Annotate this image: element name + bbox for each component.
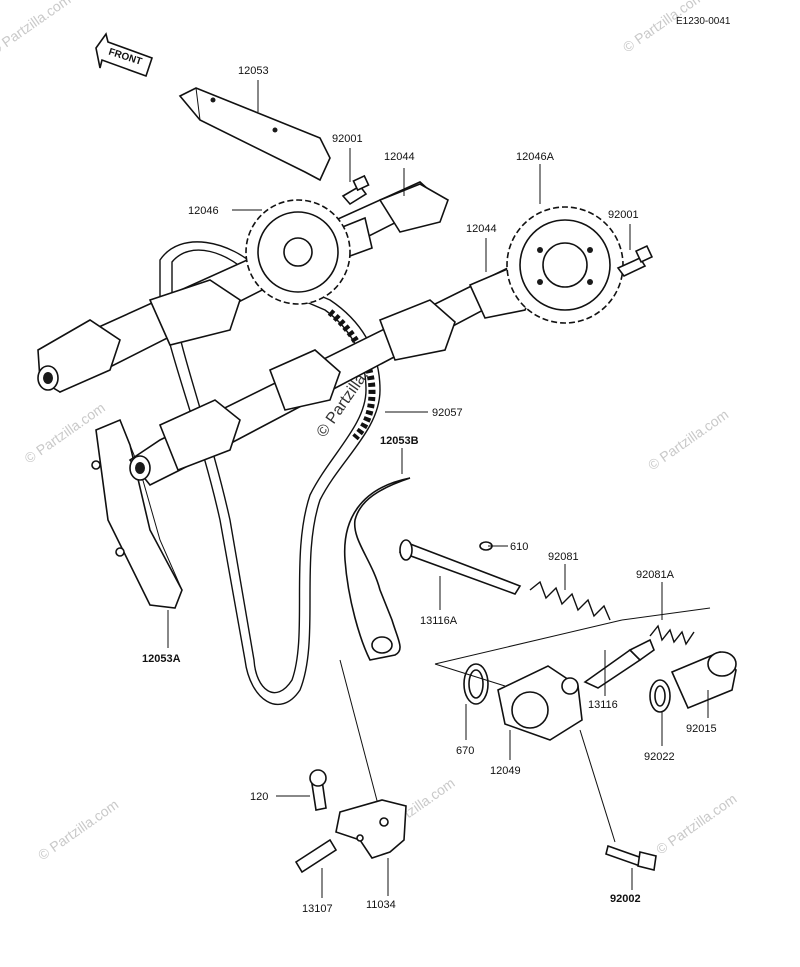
label-12044-right: 12044 [466, 223, 497, 235]
front-arrow: FRONT [95, 32, 154, 78]
label-13116A: 13116A [420, 615, 458, 627]
label-92057: 92057 [432, 407, 463, 419]
label-92001-right: 92001 [608, 209, 639, 221]
label-92081A: 92081A [636, 569, 675, 581]
watermark-bottom-left: © Partzilla.com [35, 796, 121, 863]
cam-sprocket-12046A [506, 206, 624, 324]
watermark-mid-left: © Partzilla.com [21, 399, 107, 466]
watermark-top-right: © Partzilla.com [620, 0, 706, 55]
tensioner-guide-12053B [343, 477, 411, 661]
camshaft-lower [128, 261, 542, 487]
label-120: 120 [250, 791, 268, 803]
label-92022: 92022 [644, 751, 675, 763]
label-12046A: 12046A [516, 151, 555, 163]
cap-92015 [670, 651, 737, 710]
label-13116: 13116 [588, 699, 618, 711]
chain-guide-12053A [91, 418, 183, 609]
label-12049: 12049 [490, 765, 521, 777]
bolt-120 [309, 769, 327, 811]
watermark-bottom-right: © Partzilla.com [653, 790, 739, 857]
bracket-11034 [335, 799, 407, 859]
diagram-reference: E1230-0041 [676, 16, 731, 27]
bolt-92001-left [341, 174, 370, 206]
o-ring-670 [463, 663, 489, 705]
label-12046: 12046 [188, 205, 219, 217]
label-610: 610 [510, 541, 528, 553]
pin-13107 [294, 838, 338, 874]
cam-sprocket-12046 [245, 199, 351, 305]
chain-guide-12053 [178, 87, 331, 182]
label-92081: 92081 [548, 551, 579, 563]
spring-92081A [649, 624, 695, 646]
label-92001-left: 92001 [332, 133, 363, 145]
label-11034: 11034 [366, 899, 396, 911]
pushrod-13116A [398, 539, 522, 595]
watermark-mid-right: © Partzilla.com [645, 406, 731, 473]
cam-chain-92057 [159, 241, 381, 706]
leader-lines [167, 80, 709, 898]
watermark-top-left: © Partzilla.com [0, 0, 73, 58]
label-12053A: 12053A [142, 653, 181, 665]
part-labels: 12053 92001 12044 12046 12046A 92001 120… [142, 65, 717, 915]
label-13107: 13107 [302, 903, 333, 915]
label-670: 670 [456, 745, 474, 757]
tensioner-body-12049 [497, 665, 583, 741]
washer-92022 [649, 679, 671, 713]
plunger-13116 [583, 638, 655, 689]
bolt-92001-right [616, 244, 654, 278]
label-12053: 12053 [238, 65, 269, 77]
label-12044-left: 12044 [384, 151, 415, 163]
label-92015: 92015 [686, 723, 717, 735]
exploded-view-lines [339, 607, 711, 843]
spring-92081 [529, 580, 611, 621]
label-12053B: 12053B [380, 435, 419, 447]
label-92002: 92002 [610, 893, 641, 905]
bolt-92002 [605, 844, 657, 871]
